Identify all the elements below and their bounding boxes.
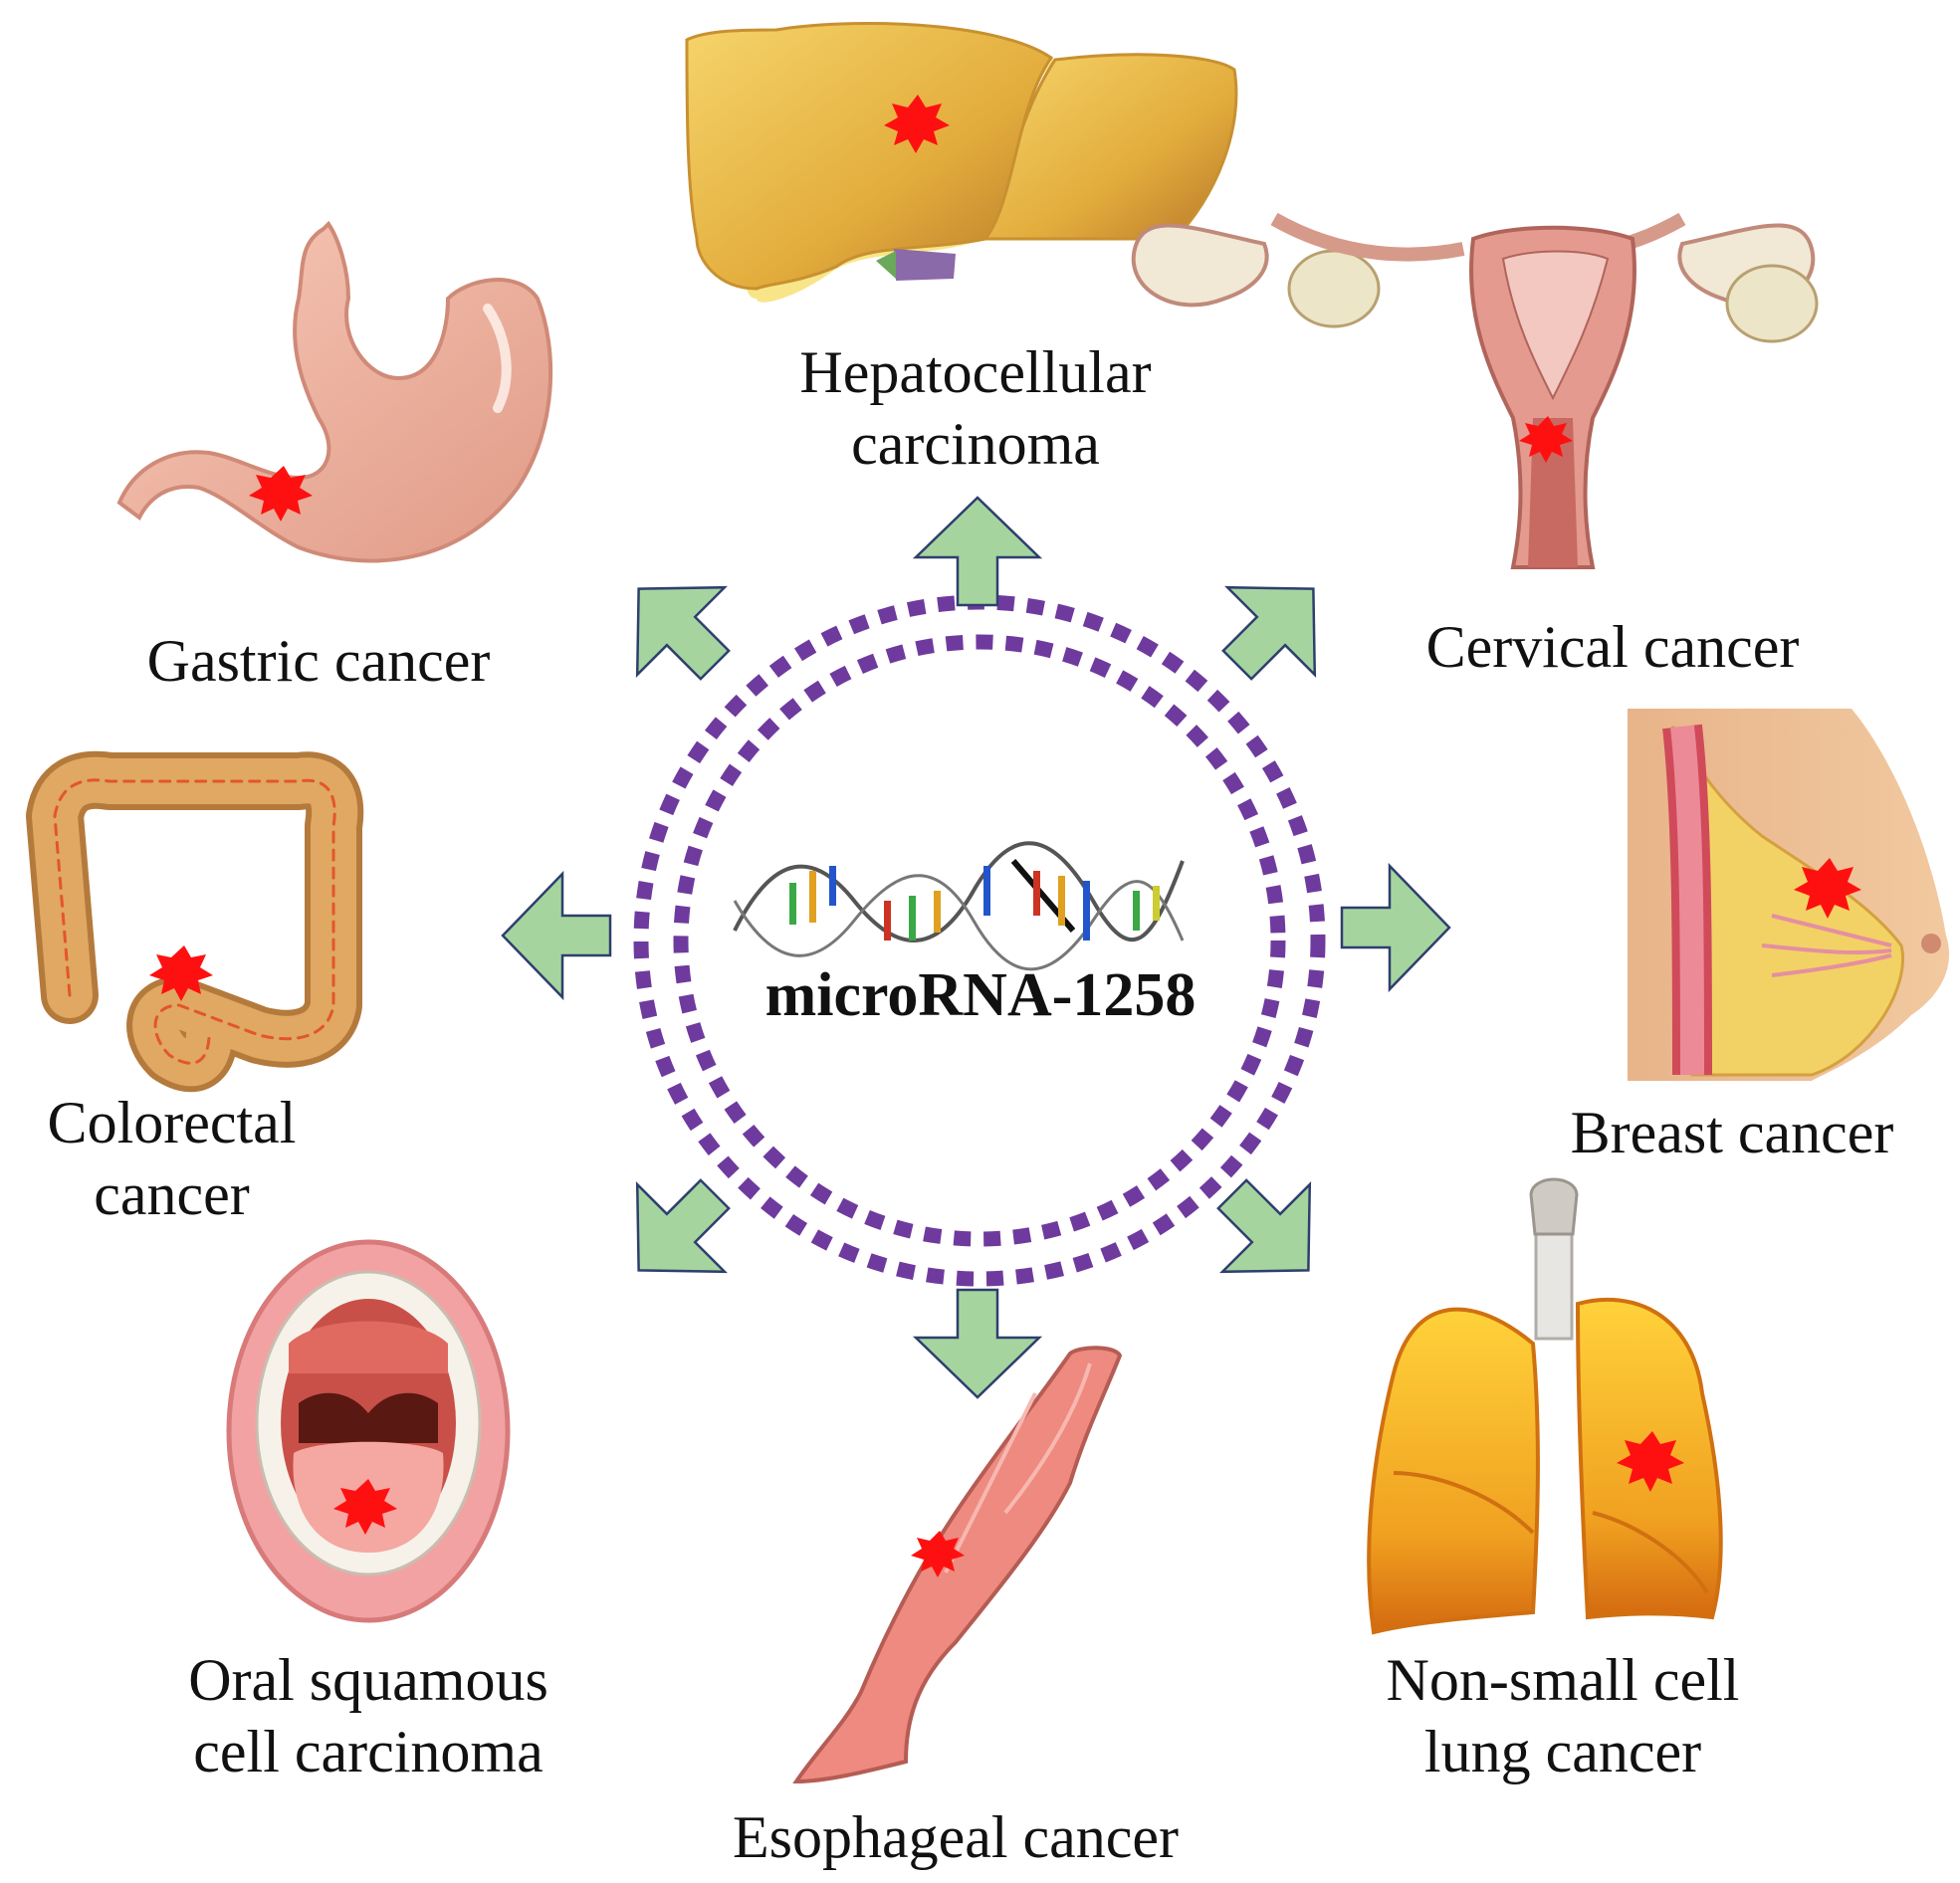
arrow-down-right [1216,1178,1312,1274]
colon-icon [26,750,364,1093]
dna-helix-icon [733,841,1185,971]
arrow-up-right [1221,585,1317,681]
arrow-up [912,496,1043,607]
tumor-icon [1617,1431,1684,1492]
tumor-icon [1519,416,1573,463]
tumor-icon [149,945,213,1001]
mouth-icon [226,1239,511,1623]
label-gastric: Gastric cancer [146,628,491,694]
tumor-icon [1794,858,1861,919]
label-cervical: Cervical cancer [1425,614,1800,680]
arrow-right [1340,862,1451,993]
tumor-icon [333,1479,397,1535]
center-ring [633,594,1326,1287]
arrow-down-left [635,1178,731,1274]
label-breast: Breast cancer [1570,1100,1894,1165]
arrow-down [912,1288,1043,1399]
stomach-icon [116,220,553,563]
center-label: microRNA-1258 [764,961,1197,1029]
arrow-up-left [635,585,731,681]
label-esophageal: Esophageal cancer [732,1804,1180,1870]
lungs-icon [1367,1177,1723,1635]
label-oral: Oral squamous cell carcinoma [188,1647,548,1784]
arrows [501,496,1451,1399]
tumor-icon [884,95,950,153]
label-colorectal: Colorectal cancer [47,1090,297,1227]
tumor-icon [911,1531,965,1577]
liver-icon [685,21,1238,303]
label-hepatocellular: Hepatocellular carcinoma [799,339,1152,477]
breast-icon [1628,709,1950,1081]
uterus-icon [1131,212,1819,569]
tumor-icon [249,466,313,522]
esophagus-icon [792,1346,1123,1784]
arrow-left [501,870,612,1001]
label-nsclc: Non-small cell lung cancer [1386,1647,1740,1784]
